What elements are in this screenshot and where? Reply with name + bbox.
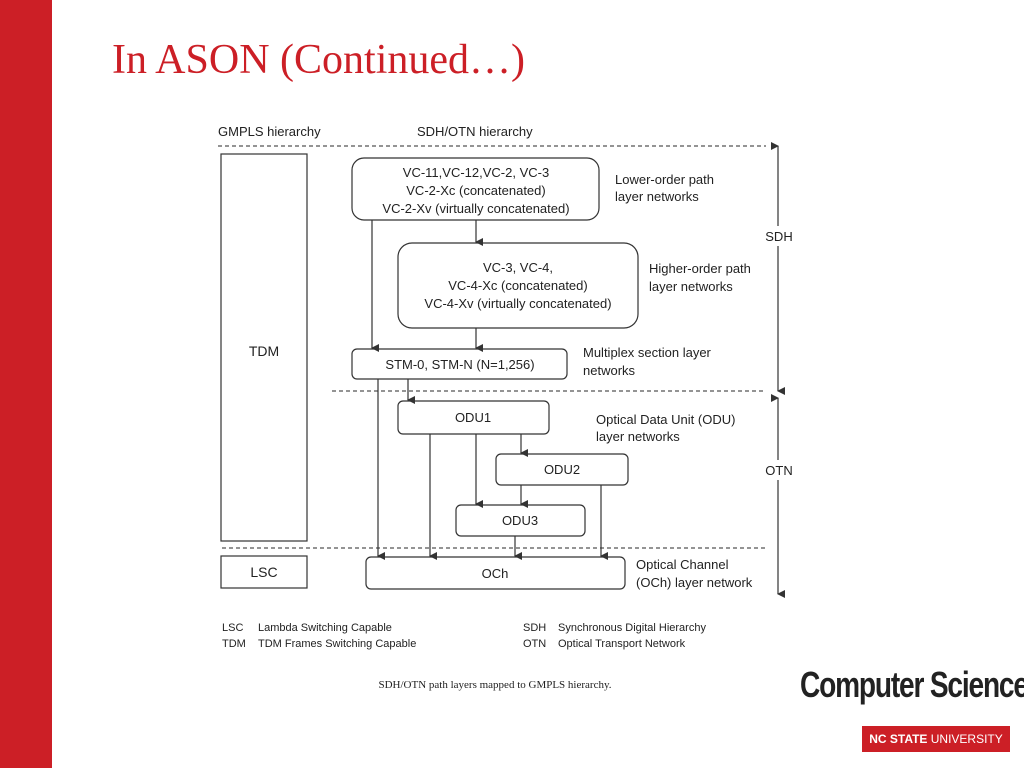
legend-text-sdh: Synchronous Digital Hierarchy: [558, 622, 706, 634]
sdh-range-label: SDH: [765, 229, 792, 244]
label-multiplex-1: Multiplex section layer: [583, 345, 712, 360]
lower-order-line-3: VC-2-Xv (virtually concatenated): [382, 201, 569, 216]
legend-text-tdm: TDM Frames Switching Capable: [258, 638, 416, 650]
figure-caption: SDH/OTN path layers mapped to GMPLS hier…: [379, 679, 612, 691]
slide-title: In ASON (Continued…): [112, 37, 525, 83]
stm-box: [351, 348, 568, 380]
header-gmpls: GMPLS hierarchy: [218, 124, 321, 139]
lower-order-line-1: VC-11,VC-12,VC-2, VC-3: [403, 165, 549, 180]
legend-abbr-tdm: TDM: [222, 638, 246, 650]
left-accent-bar: [0, 0, 52, 768]
och-box: [365, 556, 626, 590]
label-och-2: (OCh) layer network: [636, 575, 753, 590]
label-higher-order-2: layer networks: [649, 279, 733, 294]
lsc-label: LSC: [250, 564, 277, 580]
label-odu-2: layer networks: [596, 429, 680, 444]
otn-label-bg: [762, 460, 796, 480]
lsc-box: [220, 555, 308, 589]
label-higher-order-1: Higher-order path: [649, 261, 751, 276]
legend-text-otn: Optical Transport Network: [558, 638, 686, 650]
logo-title: Computer Science: [800, 664, 1024, 705]
logo-badge-bold: NC STATE: [869, 732, 928, 746]
legend-text-lsc: Lambda Switching Capable: [258, 622, 392, 634]
label-lower-order-1: Lower-order path: [615, 172, 714, 187]
header-sdh-otn: SDH/OTN hierarchy: [417, 124, 533, 139]
computer-science-logo: Computer Science NC STATE UNIVERSITY: [800, 664, 1024, 760]
higher-order-line-2: VC-4-Xc (concatenated): [448, 278, 587, 293]
otn-range-label: OTN: [765, 463, 792, 478]
legend-abbr-sdh: SDH: [523, 622, 546, 634]
label-lower-order-2: layer networks: [615, 189, 699, 204]
label-odu-1: Optical Data Unit (ODU): [596, 412, 735, 427]
odu1-label: ODU1: [455, 410, 491, 425]
tdm-label: TDM: [249, 343, 279, 359]
higher-order-box: [397, 242, 639, 329]
higher-order-line-3: VC-4-Xv (virtually concatenated): [424, 296, 611, 311]
logo-badge: NC STATE UNIVERSITY: [862, 726, 1010, 752]
och-label: OCh: [482, 566, 509, 581]
tdm-box: [220, 153, 308, 542]
odu3-label: ODU3: [502, 513, 538, 528]
legend-abbr-otn: OTN: [523, 638, 546, 650]
sdh-label-bg: [762, 226, 796, 246]
odu1-box: [397, 400, 550, 435]
higher-order-line-1: VC-3, VC-4,: [483, 260, 553, 275]
connector-arrows: [371, 220, 608, 560]
lower-order-line-2: VC-2-Xc (concatenated): [406, 183, 545, 198]
label-och-1: Optical Channel: [636, 557, 729, 572]
odu2-box: [495, 453, 629, 486]
logo-badge-rest: UNIVERSITY: [927, 732, 1003, 746]
stm-label: STM-0, STM-N (N=1,256): [385, 357, 534, 372]
odu2-label: ODU2: [544, 462, 580, 477]
legend-abbr-lsc: LSC: [222, 622, 243, 634]
label-multiplex-2: networks: [583, 363, 636, 378]
